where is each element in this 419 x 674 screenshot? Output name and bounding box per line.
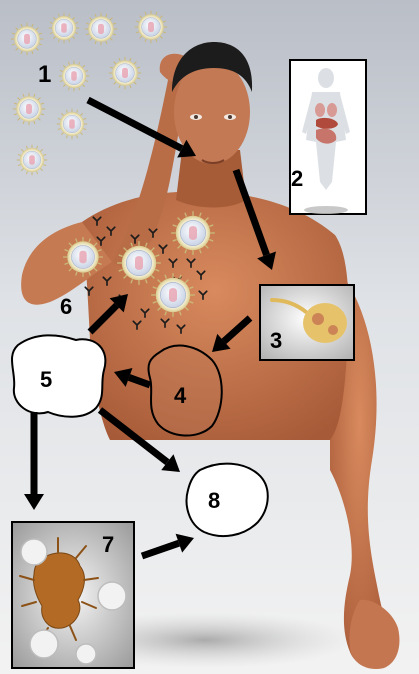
white-cell-icon [30, 630, 58, 658]
step-label-3: 3 [270, 328, 282, 353]
virus-icon [63, 237, 103, 277]
cell-outline-5 [12, 335, 105, 416]
white-cell-icon [21, 539, 47, 565]
virus-icon [109, 57, 141, 89]
step-label-5: 5 [40, 367, 52, 392]
virus-icon [59, 61, 89, 91]
panel-2-body-organs: 2 [290, 60, 366, 214]
panel-7-parasite: 7 [12, 522, 134, 668]
virus-icon [49, 13, 79, 43]
step-label-7: 7 [102, 532, 114, 557]
white-cell-icon [98, 582, 126, 610]
step-label-2: 2 [291, 166, 303, 191]
white-cell-icon [76, 644, 96, 664]
virus-icon [11, 23, 43, 55]
step-label-6: 6 [60, 294, 72, 319]
step-label-4: 4 [174, 383, 187, 408]
virus-icon [17, 145, 47, 175]
virus-icon [85, 13, 117, 45]
step-label-1: 1 [38, 61, 51, 88]
virus-icon [151, 273, 195, 317]
virus-icon [117, 241, 161, 285]
cell-outline-8 [187, 464, 268, 536]
step-label-8: 8 [208, 488, 220, 513]
virus-icon [135, 11, 167, 43]
virus-icon [57, 109, 87, 139]
virus-icon [13, 93, 45, 125]
virus-icon [171, 211, 215, 255]
panel-3-infected-cell: 3 [260, 285, 354, 360]
